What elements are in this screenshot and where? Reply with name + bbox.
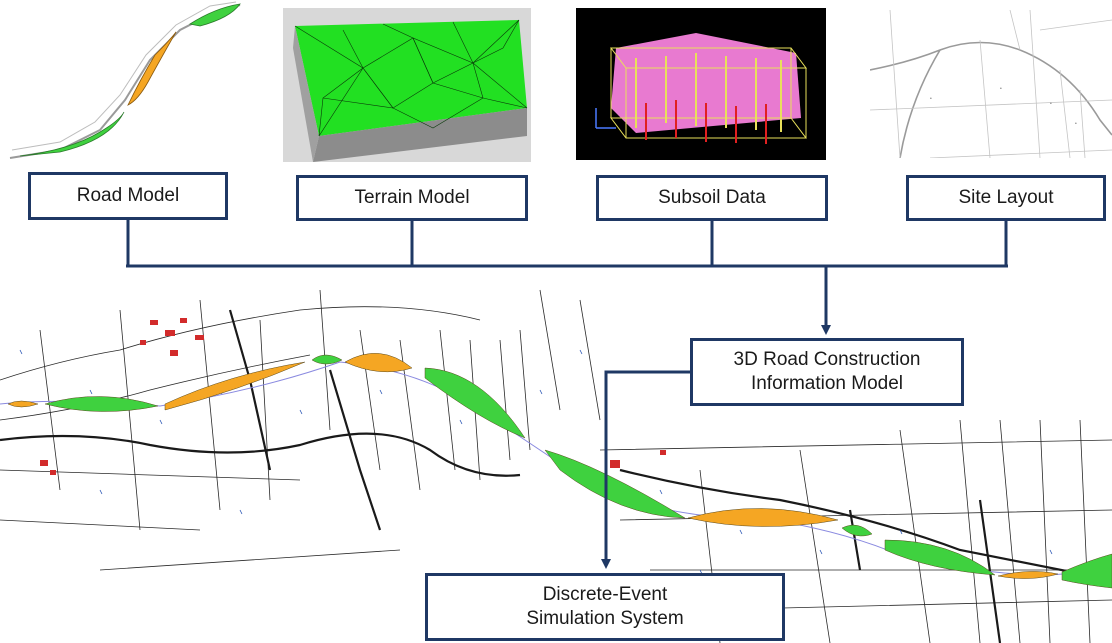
site-layout-box: Site Layout: [906, 175, 1106, 221]
simulation-line-2: Simulation System: [526, 608, 684, 629]
svg-text:•: •: [1050, 101, 1052, 107]
model-line-2: Information Model: [750, 373, 904, 394]
site-layout-thumbnail: • • • •: [870, 10, 1112, 158]
road-model-thumbnail: [0, 0, 248, 160]
simulation-system-box: Discrete-Event Simulation System: [425, 573, 785, 641]
road-construction-model-box: 3D Road Construction Information Model: [690, 338, 964, 406]
subsoil-data-box: Subsoil Data: [596, 175, 828, 221]
terrain-model-thumbnail: [283, 8, 531, 162]
simulation-line-1: Discrete-Event: [542, 584, 668, 606]
road-model-box: Road Model: [28, 172, 228, 220]
model-line-1: 3D Road Construction: [733, 349, 921, 371]
subsoil-data-thumbnail: [576, 8, 826, 160]
road-alignment-map: [0, 289, 1112, 643]
svg-text:•: •: [1000, 86, 1002, 92]
simulation-input-arrow: [601, 370, 690, 569]
svg-text:•: •: [1075, 121, 1077, 127]
svg-text:•: •: [930, 96, 932, 102]
terrain-model-box: Terrain Model: [296, 175, 528, 221]
